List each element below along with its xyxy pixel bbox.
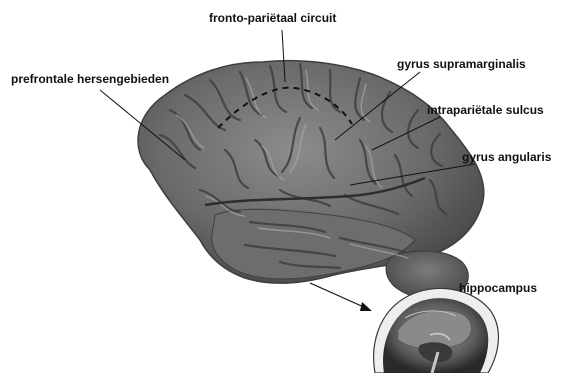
mri-head-image [374, 288, 499, 373]
arrow-to-mri [310, 283, 372, 311]
label-supramarginal-gyrus: gyrus supramarginalis [397, 57, 526, 71]
label-intraparietal-sulcus: intrapariëtale sulcus [427, 103, 544, 117]
label-hippocampus: hippocampus [459, 281, 537, 295]
label-angular-gyrus: gyrus angularis [462, 150, 551, 164]
label-prefrontal-areas: prefrontale hersengebieden [11, 72, 169, 86]
brain-illustration [138, 61, 484, 300]
label-fronto-parietal-circuit: fronto-pariëtaal circuit [209, 11, 336, 25]
